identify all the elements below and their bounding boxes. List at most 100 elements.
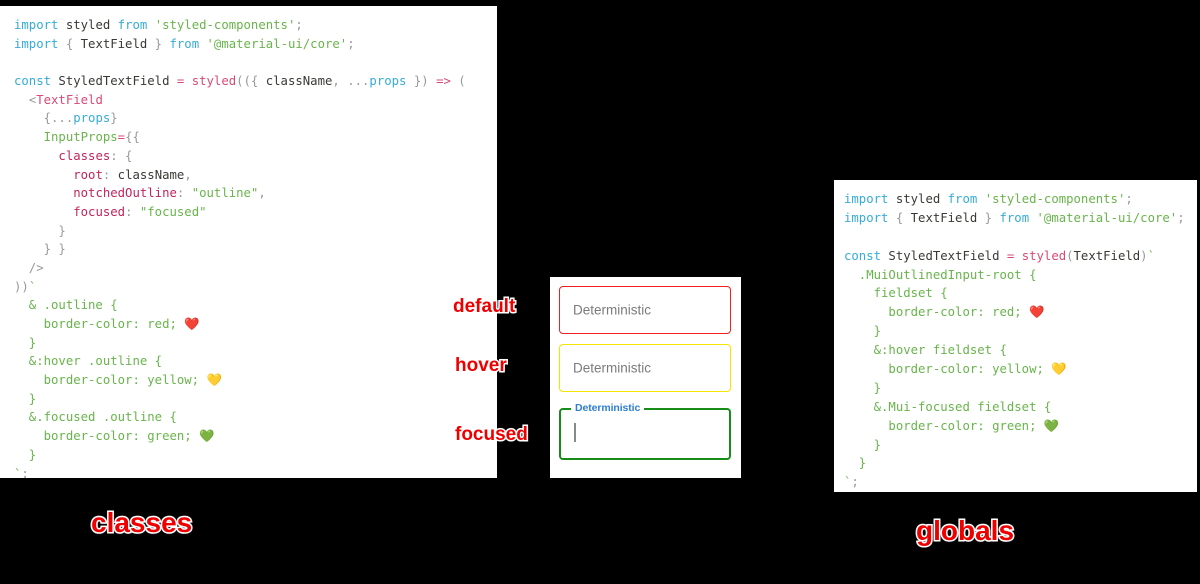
- code-token: =: [117, 130, 126, 145]
- code-line: import { TextField } from '@material-ui/…: [844, 209, 1197, 228]
- code-token: `: [28, 279, 37, 294]
- code-token: [1029, 211, 1036, 225]
- code-token: from: [947, 192, 978, 206]
- code-token: ,: [332, 74, 348, 89]
- code-token: import: [14, 18, 59, 32]
- textfield-focused[interactable]: Deterministic: [559, 402, 731, 460]
- caption-globals: globals: [914, 514, 1015, 548]
- code-token: }: [147, 36, 170, 51]
- code-token: {: [888, 210, 911, 225]
- code-token: ...: [347, 74, 370, 89]
- code-token: from: [169, 36, 200, 51]
- textfield-demo-panel: Deterministic Deterministic Deterministi…: [550, 277, 741, 478]
- code-token: StyledTextField: [881, 248, 1007, 263]
- code-token: const: [844, 248, 882, 263]
- code-token: }: [977, 210, 1000, 225]
- code-token: border-color: green;: [14, 429, 200, 444]
- code-line: } }: [14, 240, 497, 259]
- code-panel-classes: import styled from 'styled-components'; i…: [0, 6, 497, 478]
- code-line: <TextField: [14, 91, 497, 110]
- code-line: [844, 228, 1197, 247]
- code-token: =: [176, 74, 185, 89]
- code-token: import: [14, 36, 59, 51]
- code-token: 'styled-components': [984, 192, 1126, 206]
- code-token: [14, 93, 29, 107]
- code-token: ;: [21, 466, 29, 479]
- code-token: "outline": [191, 186, 259, 201]
- code-token: ;: [851, 475, 859, 490]
- code-line: border-color: red; ❤️: [844, 303, 1197, 322]
- code-token: fieldset {: [844, 286, 948, 301]
- code-token: :: [102, 167, 118, 182]
- code-line: }: [14, 334, 497, 353]
- code-token: border-color: red;: [844, 305, 1030, 320]
- code-token: }: [14, 223, 66, 238]
- code-token: '@material-ui/core': [206, 36, 348, 51]
- code-token: 💛: [1051, 362, 1067, 377]
- code-line: &:hover fieldset {: [844, 341, 1197, 360]
- code-token: ❤️: [184, 317, 200, 331]
- code-token: )): [14, 279, 29, 294]
- code-token: styled: [1021, 248, 1067, 263]
- code-token: [14, 205, 73, 219]
- code-line: }: [14, 222, 497, 241]
- code-token: ...: [51, 111, 74, 126]
- code-line: />: [14, 259, 497, 278]
- code-line: `;: [14, 465, 497, 479]
- code-token: [14, 186, 73, 200]
- code-token: "focused": [139, 204, 207, 219]
- code-line: .MuiOutlinedInput-root {: [844, 266, 1197, 285]
- code-token: } }: [14, 242, 66, 257]
- textfield-hover[interactable]: Deterministic: [559, 344, 731, 392]
- code-token: ,: [258, 186, 266, 201]
- code-token: styled: [191, 74, 237, 89]
- textfield-default-placeholder: Deterministic: [573, 302, 652, 318]
- code-line: `;: [844, 473, 1197, 492]
- textfield-default[interactable]: Deterministic: [559, 286, 731, 334]
- code-line: fieldset {: [844, 284, 1197, 303]
- code-line: }: [844, 322, 1197, 341]
- code-panel-globals: import styled from 'styled-components';i…: [834, 180, 1197, 492]
- code-line: }: [844, 379, 1197, 398]
- code-token: }: [844, 456, 867, 471]
- code-line: border-color: yellow; 💛: [844, 360, 1197, 379]
- code-token: (({: [236, 74, 266, 89]
- code-token: props: [73, 111, 111, 126]
- code-token: :: [176, 186, 192, 201]
- code-line: &.Mui-focused fieldset {: [844, 398, 1197, 417]
- code-token: [14, 130, 44, 144]
- code-line: classes: {: [14, 147, 497, 166]
- code-token: <: [28, 92, 37, 107]
- code-token: styled: [58, 18, 118, 32]
- code-line: border-color: green; 💚: [844, 417, 1197, 436]
- code-line: {...props}: [14, 109, 497, 128]
- code-token: className: [117, 167, 185, 182]
- code-token: [977, 192, 984, 206]
- code-line: const StyledTextField = styled(({ classN…: [14, 72, 497, 91]
- code-token: }: [14, 447, 37, 462]
- code-token: 'styled-components': [154, 18, 296, 32]
- code-token: }: [14, 391, 37, 406]
- textfield-hover-placeholder: Deterministic: [573, 360, 652, 376]
- code-token: &:hover .outline {: [14, 354, 163, 369]
- code-line: border-color: green; 💚: [14, 427, 497, 446]
- code-token: root: [73, 167, 103, 182]
- code-line: &.focused .outline {: [14, 408, 497, 427]
- code-token: 💚: [199, 429, 215, 444]
- code-token: TextField: [80, 36, 148, 51]
- code-line: & .outline {: [14, 296, 497, 315]
- code-token: }: [844, 324, 882, 339]
- code-token: ;: [295, 18, 303, 32]
- code-line: focused: "focused": [14, 203, 497, 222]
- code-token: &.focused .outline {: [14, 410, 177, 425]
- code-line: }: [14, 446, 497, 465]
- code-token: {: [58, 36, 81, 51]
- code-token: [14, 149, 58, 163]
- code-token: from: [999, 210, 1030, 225]
- code-token: classes: [58, 148, 111, 163]
- code-line: import { TextField } from '@material-ui/…: [14, 35, 497, 54]
- code-token: & .outline {: [14, 298, 118, 313]
- code-token: ): [1140, 248, 1148, 263]
- code-line: }: [844, 436, 1197, 455]
